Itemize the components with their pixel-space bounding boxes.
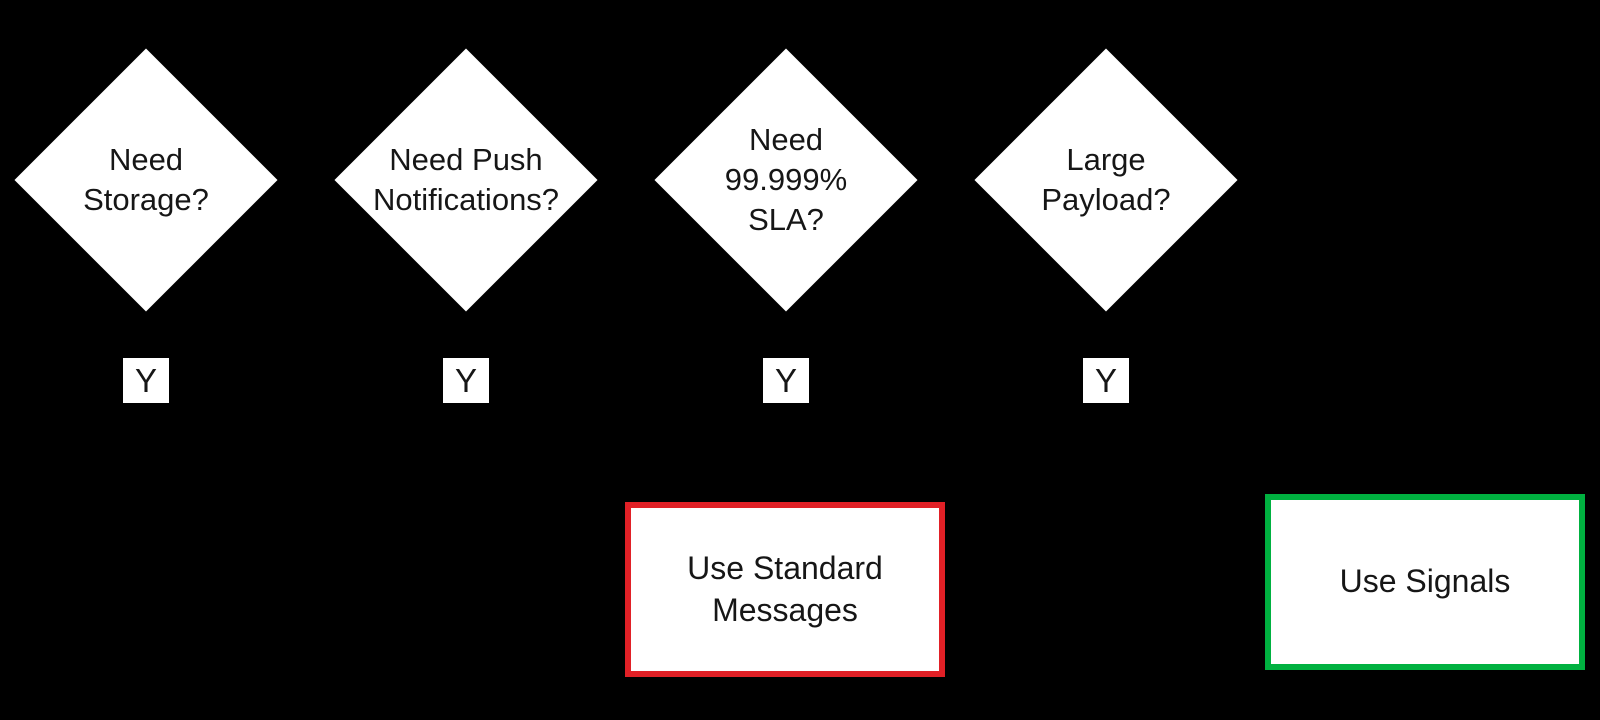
branch-label-yes-4: Y bbox=[1083, 358, 1129, 403]
result-box-use-standard-messages: Use Standard Messages bbox=[625, 502, 945, 677]
branch-label-yes-1: Y bbox=[123, 358, 169, 403]
decision-label: Need Push Notifications? bbox=[372, 142, 560, 217]
decision-label: Need 99.999% SLA? bbox=[724, 122, 848, 237]
decision-label: Large Payload? bbox=[1041, 142, 1171, 217]
result-box-use-signals: Use Signals bbox=[1265, 494, 1585, 670]
result-label: Use Signals bbox=[1339, 563, 1511, 600]
decision-node-large-payload: Large Payload? bbox=[974, 48, 1238, 312]
branch-label-yes-2: Y bbox=[443, 358, 489, 403]
decision-node-need-push-notifications: Need Push Notifications? bbox=[334, 48, 598, 312]
decision-node-need-sla: Need 99.999% SLA? bbox=[654, 48, 918, 312]
branch-label-yes-3: Y bbox=[763, 358, 809, 403]
result-label: Use Standard Messages bbox=[687, 549, 883, 628]
decision-label: Need Storage? bbox=[83, 142, 209, 217]
decision-node-need-storage: Need Storage? bbox=[14, 48, 278, 312]
